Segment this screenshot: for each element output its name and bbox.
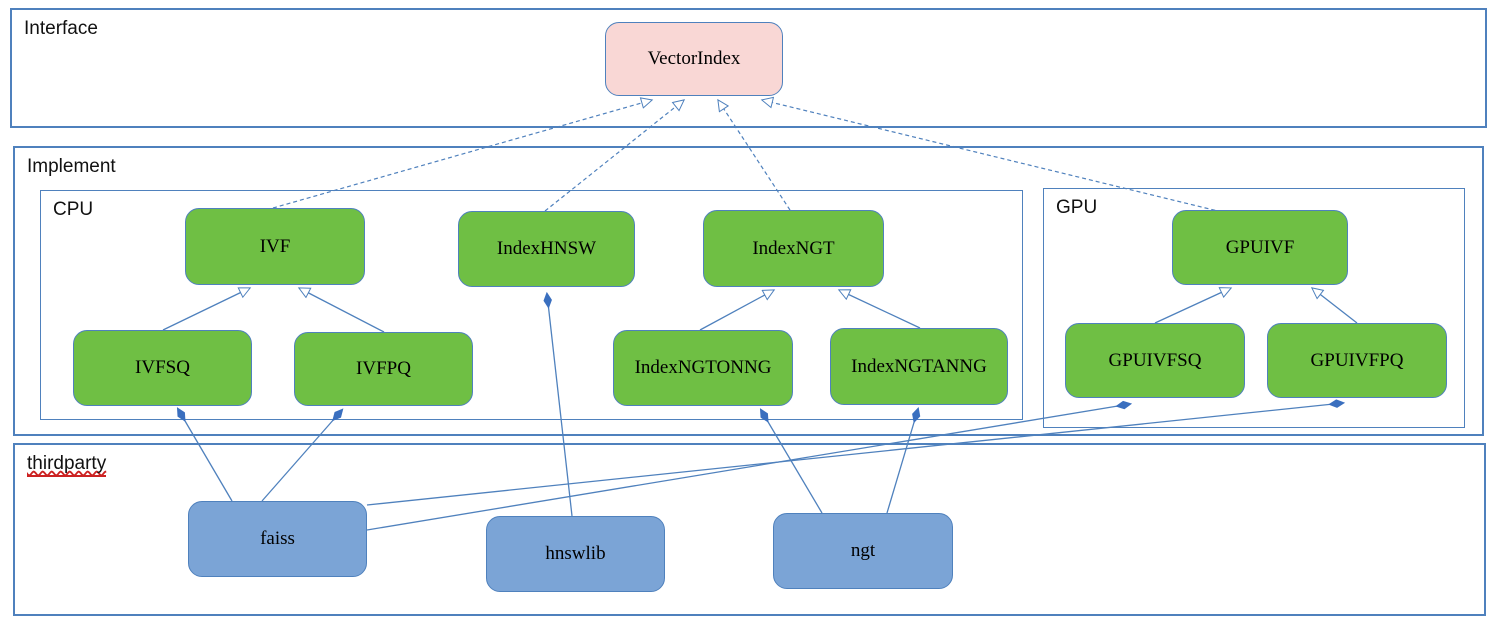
node-ivfsq: IVFSQ: [73, 330, 252, 406]
node-indexngt: IndexNGT: [703, 210, 884, 287]
group-interface: Interface: [10, 8, 1487, 128]
node-ngt: ngt: [773, 513, 953, 589]
node-vectorindex: VectorIndex: [605, 22, 783, 96]
group-implement-label: Implement: [27, 156, 116, 177]
node-hnswlib: hnswlib: [486, 516, 665, 592]
group-cpu: CPU: [40, 190, 1023, 420]
node-indexngtanng: IndexNGTANNG: [830, 328, 1008, 405]
node-ivfpq: IVFPQ: [294, 332, 473, 406]
group-cpu-label: CPU: [53, 199, 94, 220]
group-thirdparty: thirdparty: [13, 443, 1486, 616]
node-gpuivfsq: GPUIVFSQ: [1065, 323, 1245, 398]
node-ivf: IVF: [185, 208, 365, 285]
group-gpu: GPU: [1043, 188, 1465, 428]
composition-links: [176, 291, 1346, 531]
node-gpuivfpq: GPUIVFPQ: [1267, 323, 1447, 398]
realization-arrows: [272, 96, 1223, 213]
node-faiss: faiss: [188, 501, 367, 577]
group-interface-label: Interface: [24, 18, 98, 39]
node-indexhnsw: IndexHNSW: [458, 211, 635, 287]
node-gpuivf: GPUIVF: [1172, 210, 1348, 285]
group-implement: Implement: [13, 146, 1484, 436]
group-thirdparty-label: thirdparty: [27, 453, 107, 477]
node-indexngtonng: IndexNGTONNG: [613, 330, 793, 406]
group-gpu-label: GPU: [1056, 197, 1098, 218]
inheritance-arrows: [162, 287, 1358, 333]
